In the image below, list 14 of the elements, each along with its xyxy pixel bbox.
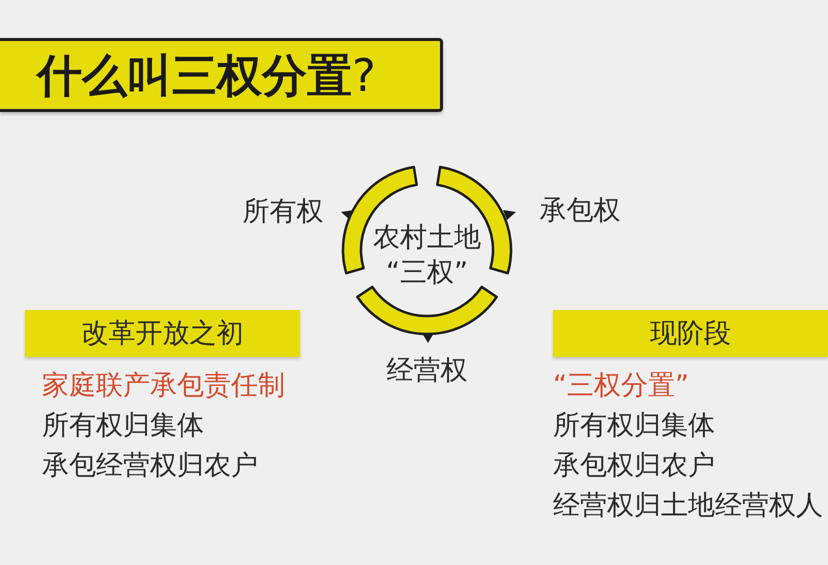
list-text: 经营权归土地经营权人 bbox=[553, 489, 823, 523]
highlight-text: 家庭联产承包责任制 bbox=[42, 369, 285, 403]
right-name-label: 所有权 bbox=[242, 195, 324, 229]
section-header: 现阶段 bbox=[553, 310, 828, 357]
highlight-text: “三权分置” bbox=[553, 369, 689, 403]
list-text: 承包权归农户 bbox=[553, 449, 715, 483]
title-text: 什么叫三权分置? bbox=[37, 52, 376, 98]
list-text: 承包经营权归农户 bbox=[42, 449, 258, 483]
list-text: 所有权归集体 bbox=[42, 409, 204, 443]
section-header: 改革开放之初 bbox=[25, 310, 300, 357]
right-name-label: 承包权 bbox=[540, 194, 620, 228]
list-text: 所有权归集体 bbox=[553, 409, 715, 443]
ring-center-label: 农村土地“三权” bbox=[372, 221, 482, 290]
right-name-label: 经营权 bbox=[386, 354, 468, 388]
